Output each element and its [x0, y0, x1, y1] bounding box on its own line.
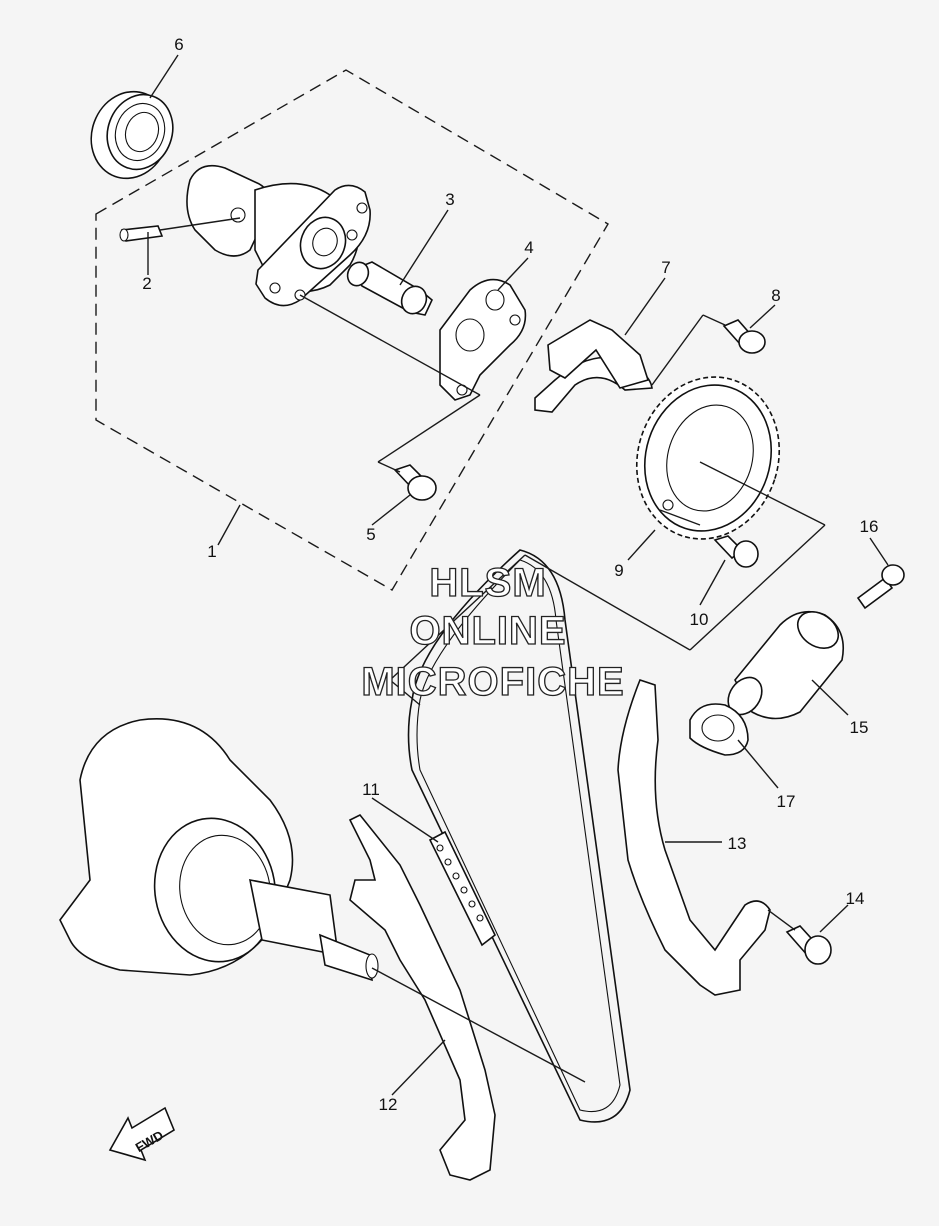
- callout-5: 5: [366, 525, 375, 544]
- callout-17: 17: [777, 792, 796, 811]
- watermark-line-3: MICROFICHE: [361, 660, 624, 704]
- callout-9: 9: [614, 561, 623, 580]
- callout-13: 13: [728, 834, 747, 853]
- callout-6: 6: [174, 35, 183, 54]
- tensioner-part: [727, 610, 844, 720]
- camshaft-assembly: [186, 164, 371, 307]
- bearing-part: [90, 90, 174, 180]
- callout-16: 16: [860, 517, 879, 536]
- watermark-line-2: ONLINE: [409, 609, 566, 653]
- cam-stopper-part: [534, 319, 653, 413]
- callout-3: 3: [445, 190, 454, 209]
- assembly-boundary: [95, 69, 609, 591]
- callout-15: 15: [850, 718, 869, 737]
- callout-2: 2: [142, 274, 151, 293]
- bolt-part-16: [856, 564, 905, 610]
- bolt-part-10: [713, 535, 759, 568]
- watermark-line-1: HLSM: [429, 561, 546, 605]
- chain-guide-part-12: [348, 813, 496, 1181]
- tensioner-guide-part: [617, 679, 771, 996]
- bolt-part-8: [722, 319, 766, 354]
- plate-assembly-part: [439, 278, 527, 401]
- callout-4: 4: [524, 238, 533, 257]
- gasket-part: [689, 703, 749, 756]
- dowel-pin-part: [119, 225, 164, 242]
- crankshaft-part: [59, 718, 379, 982]
- callout-11: 11: [362, 780, 380, 799]
- callout-numbers: 1 2 3 4 5 6 7 8 9 10 11 12 13 14 15 16 1…: [142, 35, 878, 1114]
- chain-guide-part-11: [428, 830, 497, 947]
- cam-sprocket-part: [635, 376, 781, 540]
- bolt-part-14: [785, 925, 832, 965]
- callout-8: 8: [771, 286, 780, 305]
- shaft-part: [346, 261, 433, 316]
- callout-10: 10: [690, 610, 709, 629]
- callout-7: 7: [661, 258, 670, 277]
- watermark: HLSM ONLINE MICROFICHE: [361, 560, 625, 704]
- leader-lines: [147, 54, 889, 1096]
- forward-direction-arrow: FWD: [108, 1106, 175, 1162]
- bolt-part-5: [393, 464, 437, 501]
- callout-1: 1: [207, 542, 216, 561]
- callout-12: 12: [379, 1095, 398, 1114]
- callout-14: 14: [846, 889, 865, 908]
